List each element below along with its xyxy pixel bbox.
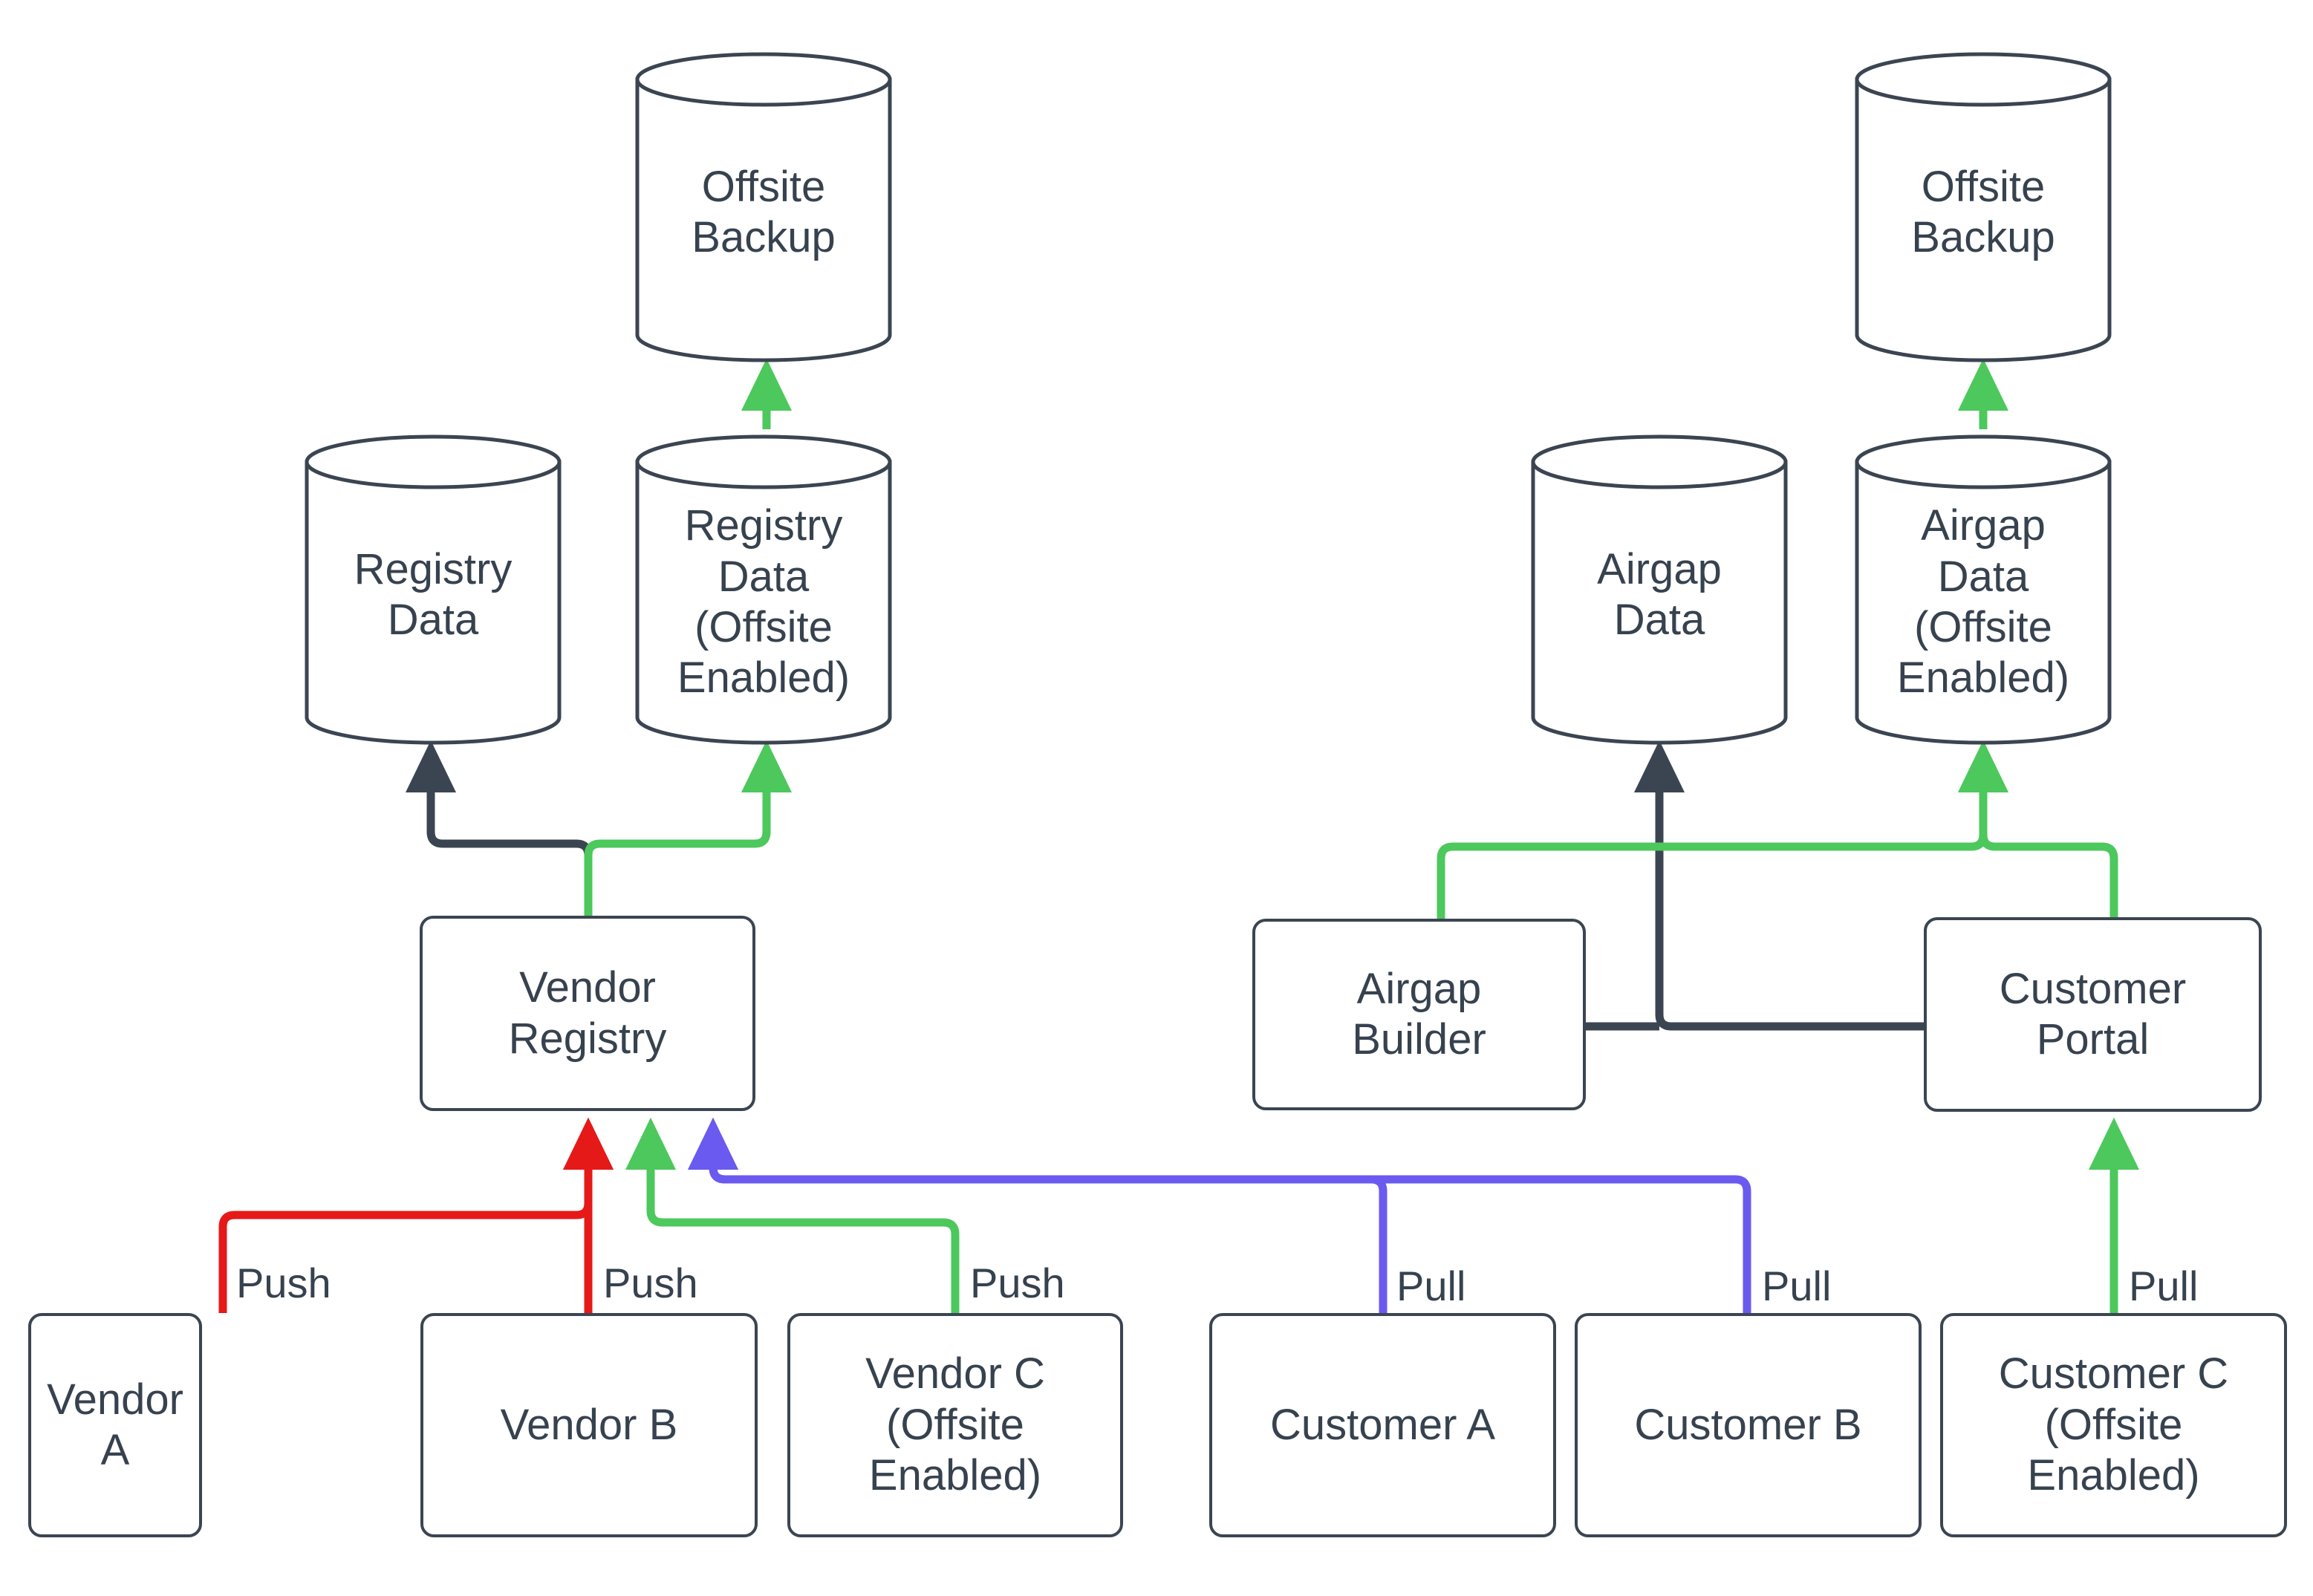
node-offsite-backup-left[interactable]: Offsite Backup bbox=[635, 52, 892, 362]
edge-label-customer-b-pull: Pull bbox=[1762, 1263, 1832, 1309]
edge-registry-to-registry-data-offsite bbox=[584, 740, 793, 916]
node-label: Offsite Backup bbox=[692, 162, 836, 261]
edge-customer-b-pull bbox=[687, 1117, 1751, 1313]
cylinder-shape bbox=[305, 434, 562, 745]
node-registry-data-offsite[interactable]: Registry Data (Offsite Enabled) bbox=[635, 434, 892, 745]
edge-label-vendor-c-push: Push bbox=[970, 1260, 1065, 1306]
node-vendor-c[interactable]: Vendor C (Offsite Enabled) bbox=[787, 1313, 1123, 1537]
node-label: Customer C (Offsite Enabled) bbox=[1998, 1349, 2229, 1500]
node-customer-c[interactable]: Customer C (Offsite Enabled) bbox=[1940, 1313, 2287, 1537]
cylinder-shape bbox=[1531, 434, 1788, 745]
node-label: Customer Portal bbox=[1999, 964, 2187, 1064]
node-label: Registry Data (Offsite Enabled) bbox=[677, 501, 850, 703]
edge-airgap-builder-to-airgap-offsite bbox=[1437, 740, 2009, 919]
node-label: Vendor Registry bbox=[508, 963, 667, 1063]
node-label: Offsite Backup bbox=[1911, 162, 2055, 261]
node-airgap-data[interactable]: Airgap Data bbox=[1531, 434, 1788, 745]
node-label: Vendor B bbox=[500, 1400, 678, 1449]
edge-portal-to-airgap-data bbox=[1633, 740, 1924, 1031]
edge-label-vendor-a-push: Push bbox=[236, 1260, 331, 1306]
cylinder-shape bbox=[1855, 434, 2112, 745]
node-airgap-data-offsite[interactable]: Airgap Data (Offsite Enabled) bbox=[1855, 434, 2112, 745]
node-label: Vendor A bbox=[47, 1375, 183, 1474]
node-vendor-registry[interactable]: Vendor Registry bbox=[420, 916, 755, 1111]
node-label: Airgap Data (Offsite Enabled) bbox=[1896, 501, 2070, 703]
node-vendor-b[interactable]: Vendor B bbox=[420, 1313, 758, 1537]
node-label: Customer A bbox=[1270, 1400, 1495, 1449]
node-label: Vendor C (Offsite Enabled) bbox=[865, 1349, 1045, 1500]
edge-label-customer-a-pull: Pull bbox=[1396, 1263, 1466, 1309]
edge-label-vendor-b-push: Push bbox=[603, 1260, 698, 1306]
node-customer-b[interactable]: Customer B bbox=[1575, 1313, 1922, 1537]
node-offsite-backup-right[interactable]: Offsite Backup bbox=[1855, 52, 2112, 362]
cylinder-shape bbox=[635, 52, 892, 362]
node-label: Airgap Builder bbox=[1352, 964, 1486, 1064]
node-label: Airgap Data bbox=[1597, 544, 1722, 644]
cylinder-shape bbox=[1855, 52, 2112, 362]
node-airgap-builder[interactable]: Airgap Builder bbox=[1252, 919, 1586, 1110]
node-label: Customer B bbox=[1634, 1400, 1862, 1449]
node-customer-portal[interactable]: Customer Portal bbox=[1924, 917, 2262, 1112]
edge-portal-to-airgap-offsite bbox=[1957, 740, 2118, 917]
node-customer-a[interactable]: Customer A bbox=[1209, 1313, 1556, 1537]
node-registry-data[interactable]: Registry Data bbox=[305, 434, 562, 745]
edge-label-customer-c-pull: Pull bbox=[2129, 1263, 2199, 1309]
cylinder-shape bbox=[635, 434, 892, 745]
node-vendor-a[interactable]: Vendor A bbox=[28, 1313, 202, 1537]
edge-registry-to-registry-data bbox=[405, 740, 593, 916]
node-label: Registry Data bbox=[354, 544, 513, 644]
